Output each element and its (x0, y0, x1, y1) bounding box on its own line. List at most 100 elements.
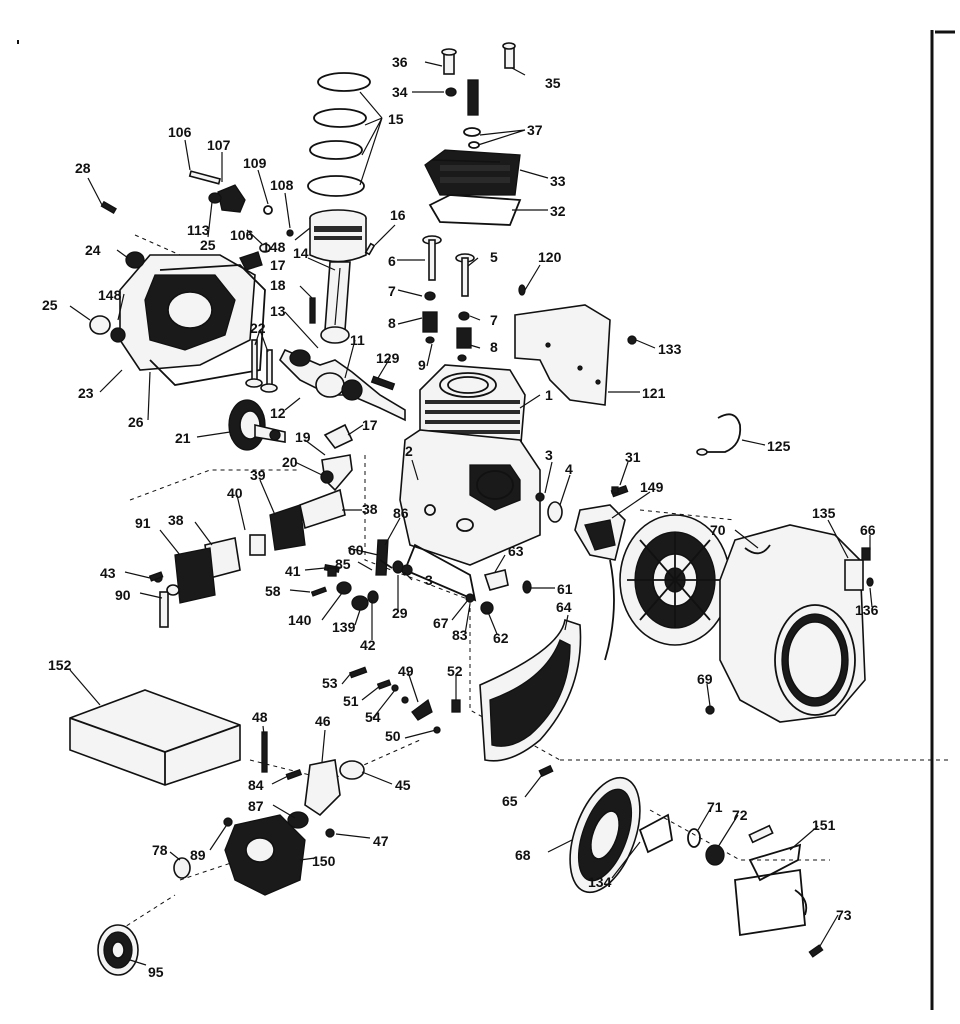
callout-148: 148 (262, 239, 286, 255)
callout-17b: 17 (362, 417, 378, 433)
callout-151: 151 (812, 817, 836, 833)
callout-33: 33 (550, 173, 566, 189)
callout-45: 45 (395, 777, 411, 793)
callout-83: 83 (452, 627, 468, 643)
callout-60: 60 (348, 542, 364, 558)
callout-51: 51 (343, 693, 359, 709)
callout-43: 43 (100, 565, 116, 581)
callout-52: 52 (447, 663, 463, 679)
callout-32: 32 (550, 203, 566, 219)
callout-20: 20 (282, 454, 298, 470)
leader-lines (69, 61, 873, 966)
crankshaft (279, 348, 406, 422)
callout-139: 139 (332, 619, 356, 635)
callout-41: 41 (285, 563, 301, 579)
ignition-module (535, 484, 629, 661)
callout-70: 70 (710, 522, 726, 538)
callout-40: 40 (227, 485, 243, 501)
callout-62: 62 (493, 630, 509, 646)
piston-rings (307, 72, 371, 197)
connecting-rod (320, 261, 351, 344)
callout-12: 12 (270, 405, 286, 421)
callout-133: 133 (658, 341, 682, 357)
ground-wire (696, 413, 742, 456)
callout-7b: 7 (490, 312, 498, 328)
callout-49: 49 (398, 663, 414, 679)
callout-106b: 106 (230, 227, 254, 243)
callout-2: 2 (405, 443, 413, 459)
callout-labels: 36 35 34 37 33 32 15 106 107 109 108 28 … (42, 54, 879, 980)
callout-67: 67 (433, 615, 449, 631)
callout-4: 4 (565, 461, 573, 477)
callout-61: 61 (557, 581, 573, 597)
air-filter (69, 689, 241, 786)
callout-26: 26 (128, 414, 144, 430)
callout-37: 37 (527, 122, 543, 138)
callout-42: 42 (360, 637, 376, 653)
callout-135: 135 (812, 505, 836, 521)
callout-7: 7 (388, 283, 396, 299)
callout-28: 28 (75, 160, 91, 176)
callout-8b: 8 (490, 339, 498, 355)
shroud (479, 618, 582, 778)
callout-58: 58 (265, 583, 281, 599)
callout-22: 22 (250, 320, 266, 336)
callout-73: 73 (836, 907, 852, 923)
callout-17: 17 (270, 257, 286, 273)
callout-14: 14 (293, 245, 309, 261)
callout-66: 66 (860, 522, 876, 538)
callout-149: 149 (640, 479, 664, 495)
callout-36: 36 (392, 54, 408, 70)
callout-5: 5 (490, 249, 498, 265)
callout-48: 48 (252, 709, 268, 725)
callout-106: 106 (168, 124, 192, 140)
crankcase-cover (89, 251, 266, 386)
callout-86: 86 (393, 505, 409, 521)
callout-8: 8 (388, 315, 396, 331)
blower-housing (705, 524, 874, 723)
callout-150: 150 (312, 853, 336, 869)
callout-47: 47 (373, 833, 389, 849)
callout-91: 91 (135, 515, 151, 531)
callout-34: 34 (392, 84, 408, 100)
callout-11: 11 (350, 332, 365, 348)
callout-109: 109 (243, 155, 267, 171)
piston (309, 209, 367, 263)
valve-lifters (245, 297, 396, 492)
callout-64: 64 (556, 599, 572, 615)
callout-18: 18 (270, 277, 286, 293)
callout-129: 129 (376, 350, 400, 366)
callout-19: 19 (295, 429, 311, 445)
callout-3: 3 (545, 447, 553, 463)
callout-16: 16 (390, 207, 406, 223)
callout-46: 46 (315, 713, 331, 729)
callout-9: 9 (418, 357, 426, 373)
callout-24: 24 (85, 242, 101, 258)
head-bolts (441, 42, 516, 149)
callout-72: 72 (732, 807, 748, 823)
callout-113: 113 (187, 222, 210, 238)
callout-31: 31 (625, 449, 641, 465)
callout-68: 68 (515, 847, 531, 863)
callout-87: 87 (248, 798, 264, 814)
callout-6: 6 (388, 253, 396, 269)
callout-38: 38 (362, 501, 378, 517)
callout-107: 107 (207, 137, 231, 153)
starter-gear (97, 924, 139, 976)
callout-84: 84 (248, 777, 264, 793)
callout-25: 25 (200, 237, 216, 253)
callout-108: 108 (270, 177, 294, 193)
callout-136: 136 (855, 602, 879, 618)
callout-21: 21 (175, 430, 191, 446)
governor-parts (188, 170, 294, 271)
callout-63: 63 (508, 543, 524, 559)
callout-3b: 3 (425, 572, 433, 588)
starter-clutch (638, 813, 824, 958)
callout-35: 35 (545, 75, 561, 91)
callout-15: 15 (388, 111, 404, 127)
callout-54: 54 (365, 709, 381, 725)
callout-39: 39 (250, 467, 266, 483)
callout-69: 69 (697, 671, 713, 687)
callout-65: 65 (502, 793, 518, 809)
